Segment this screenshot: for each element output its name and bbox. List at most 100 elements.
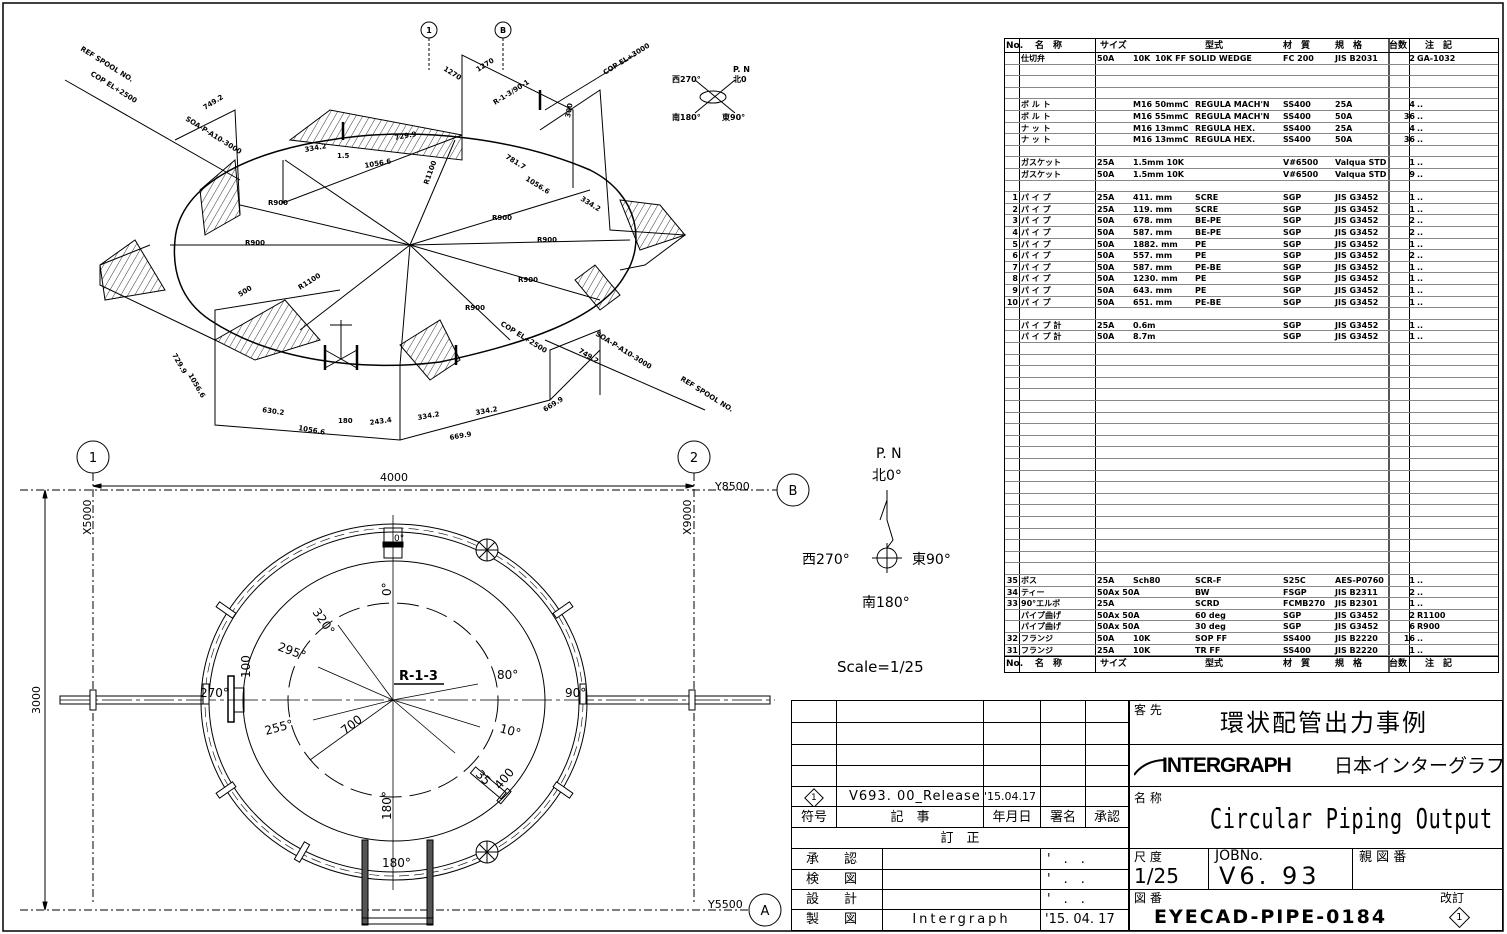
bom-cell-dim: 651. mm bbox=[1133, 297, 1173, 307]
bom-cell-type: 10K FF SOLID WEDGE bbox=[1155, 54, 1252, 63]
iso-dim: R1100 bbox=[297, 272, 322, 292]
bom-cell-no: 5 bbox=[1012, 239, 1018, 249]
iso-dim: 334.2 bbox=[579, 195, 602, 214]
bom-cell-name: パ イ プ bbox=[1021, 274, 1051, 284]
bom-row bbox=[1005, 459, 1498, 471]
iso-dim: 180 bbox=[338, 417, 353, 425]
bom-cell-name: ガスケット bbox=[1021, 170, 1061, 179]
angle-10: 10° bbox=[498, 721, 522, 740]
bom-cell-note: .. bbox=[1417, 587, 1424, 597]
iso-hatch-plane bbox=[213, 299, 321, 361]
ring-pipe-outer bbox=[200, 523, 588, 881]
bom-cell-size: 50Ax 50A bbox=[1097, 587, 1140, 597]
iso-dim: R900 bbox=[465, 304, 485, 312]
iso-dim: 334.2 bbox=[475, 405, 498, 417]
bom-row bbox=[1005, 88, 1498, 100]
bom-row bbox=[1005, 355, 1498, 367]
bom-row bbox=[1005, 146, 1498, 158]
bom-cell-material: SGP bbox=[1283, 610, 1302, 620]
bom-cell-standard: Valqua STD bbox=[1335, 170, 1387, 179]
bom-cell-size: 50Ax 50A bbox=[1097, 622, 1140, 632]
orientation-lines bbox=[309, 624, 481, 761]
bom-cell-size: 50A bbox=[1097, 54, 1115, 63]
bom-column-divider bbox=[1019, 39, 1020, 672]
support-right bbox=[426, 839, 434, 926]
bom-cell-name: ボ ル ト bbox=[1021, 100, 1051, 110]
check-label: 検 図 bbox=[792, 870, 883, 890]
bom-cell-size: 50A bbox=[1097, 262, 1115, 272]
iso-compass-north: 北0 bbox=[733, 74, 747, 84]
bom-cell-material: SS400 bbox=[1283, 112, 1311, 121]
bom-cell-material: SS400 bbox=[1283, 123, 1311, 133]
bom-cell-name: ボ ル ト bbox=[1021, 112, 1051, 121]
bom-cell-material: SGP bbox=[1283, 193, 1302, 203]
bom-cell-material: V#6500 bbox=[1283, 170, 1319, 179]
dim-400: 400 bbox=[492, 765, 517, 792]
bom-cell-standard: JIS G3452 bbox=[1335, 274, 1379, 284]
iso-dim: 669.9 bbox=[542, 395, 565, 414]
bom-cell-material: SS400 bbox=[1283, 100, 1311, 110]
bolt-circle bbox=[287, 602, 499, 798]
bom-row bbox=[1005, 482, 1498, 494]
bom-row bbox=[1005, 366, 1498, 378]
bom-cell-qty: 1 bbox=[1409, 158, 1415, 168]
bom-cell-type: REGULA MACH'N bbox=[1195, 112, 1270, 121]
revision-diamond: 1 bbox=[1448, 906, 1471, 929]
bom-header-standard: 規 格 bbox=[1335, 659, 1363, 670]
bom-cell-qty: 1 bbox=[1409, 193, 1415, 203]
bom-header-row: No.名 称サイズ型式材 質規 格台数注 記 bbox=[1005, 39, 1498, 53]
scale-note: Scale=1/25 bbox=[837, 658, 924, 676]
iso-dim: R900 bbox=[537, 236, 557, 244]
client-cell: 客 先 環状配管出力事例 bbox=[1129, 701, 1502, 745]
bom-cell-qty: 1 bbox=[1409, 239, 1415, 249]
bom-cell-size: 50Ax 50A bbox=[1097, 610, 1140, 620]
bom-cell-qty: 6 bbox=[1409, 622, 1415, 632]
bom-cell-dim: 1882. mm bbox=[1133, 239, 1178, 249]
iso-dim: 1056.6 bbox=[186, 372, 206, 400]
iso-dim: 630.2 bbox=[262, 406, 285, 417]
bom-cell-size: 25A bbox=[1097, 158, 1115, 168]
bom-row bbox=[1005, 389, 1498, 401]
bom-cell-standard: AES-P0760 bbox=[1335, 576, 1384, 585]
check-date: ' . . bbox=[1041, 870, 1129, 890]
bom-cell-material: SGP bbox=[1283, 228, 1302, 237]
bom-cell-name: パ イ プ bbox=[1021, 193, 1051, 203]
bom-cell-type: BE-PE bbox=[1195, 216, 1222, 226]
job-label: JOBNo. bbox=[1215, 849, 1263, 864]
bom-cell-standard: JIS G3452 bbox=[1335, 228, 1379, 237]
bom-cell-dim: 1.5mm 10K bbox=[1133, 158, 1184, 168]
bom-cell-name: 仕切弁 bbox=[1021, 54, 1045, 63]
bom-cell-standard: JIS G3452 bbox=[1335, 251, 1379, 261]
bom-row bbox=[1005, 494, 1498, 506]
bom-cell-material: SGP bbox=[1283, 251, 1302, 261]
bom-cell-no: 10 bbox=[1006, 297, 1018, 307]
bom-cell-no: 9 bbox=[1012, 286, 1018, 295]
bom-cell-material: SGP bbox=[1283, 216, 1302, 226]
bom-header-material: 材 質 bbox=[1283, 41, 1311, 51]
bom-cell-material: S25C bbox=[1283, 576, 1306, 585]
support-base bbox=[361, 917, 434, 925]
bom-cell-dim: 678. mm bbox=[1133, 216, 1173, 226]
bom-cell-no: 35 bbox=[1006, 576, 1018, 585]
bom-cell-name: ガスケット bbox=[1021, 158, 1061, 168]
angle-80: 80° bbox=[497, 668, 518, 682]
bom-cell-standard: JIS B2311 bbox=[1335, 587, 1378, 597]
grid-label-2: 2 bbox=[690, 451, 698, 466]
bom-header-size: サイズ bbox=[1100, 659, 1127, 670]
bom-cell-name: パ イ プ bbox=[1021, 204, 1051, 214]
bom-row bbox=[1005, 471, 1498, 483]
header-approve: 承認 bbox=[1086, 807, 1129, 828]
nozzle-se bbox=[469, 766, 512, 805]
drawing-number-cell: 図 番 EYECAD-PIPE-0184 改訂 1 bbox=[1129, 890, 1502, 930]
iso-dim: R1100 bbox=[422, 159, 438, 185]
bom-cell-no: 33 bbox=[1006, 599, 1018, 609]
iso-leader bbox=[544, 54, 636, 111]
bom-cell-material: SGP bbox=[1283, 332, 1302, 342]
bom-cell-standard: JIS G3452 bbox=[1335, 216, 1379, 226]
